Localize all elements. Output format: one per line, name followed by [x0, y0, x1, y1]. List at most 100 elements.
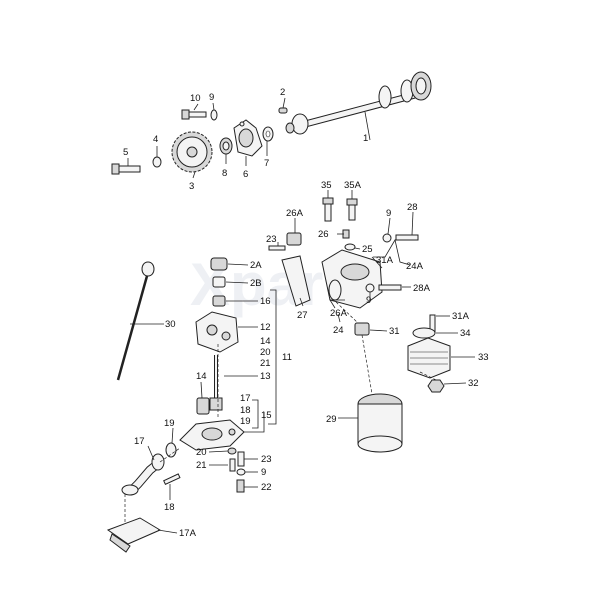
drive-shaft-13 [209, 355, 223, 411]
pump-housing-12 [195, 311, 239, 353]
callout-23-bottom: 23 [261, 454, 272, 465]
callout-21-lower: 21 [196, 460, 207, 471]
strainer-17A [106, 517, 162, 553]
callout-34: 34 [460, 328, 471, 339]
washer-19 [165, 442, 177, 458]
sleeve-16 [212, 295, 226, 307]
filter-housing-24 [321, 249, 383, 309]
callout-16: 16 [260, 296, 271, 307]
oring-9-right [382, 233, 392, 243]
gasket-27 [281, 255, 311, 307]
washer-20 [227, 447, 237, 455]
bolt-5 [111, 163, 141, 175]
callout-10: 10 [190, 93, 201, 104]
callout-14-upper: 14 [260, 336, 271, 347]
callout-9-bottom: 9 [261, 467, 266, 478]
callout-31A-top: 31A [376, 255, 394, 266]
sprocket-3 [171, 131, 213, 173]
callout-11: 11 [282, 352, 292, 363]
callout-12: 12 [260, 322, 271, 333]
callout-8: 8 [222, 168, 227, 179]
bearing-plate [233, 119, 263, 157]
callout-35A: 35A [344, 180, 362, 191]
bolt-22 [236, 479, 245, 493]
callout-18-lower: 18 [164, 502, 175, 513]
callout-31A-mid: 31A [452, 311, 470, 322]
bolt-21 [229, 458, 236, 472]
bolt-28 [395, 234, 419, 241]
callout-13: 13 [260, 371, 271, 382]
callout-22: 22 [261, 482, 272, 493]
callout-6: 6 [243, 169, 248, 180]
callout-19-upper: 19 [240, 416, 251, 427]
callout-30: 30 [165, 319, 176, 330]
callout-26A-mid: 26A [330, 308, 348, 319]
oil-cooler-33 [407, 337, 451, 379]
callout-19-lower: 19 [164, 418, 175, 429]
oil-filter-29 [357, 393, 403, 453]
leader-lines [124, 97, 475, 534]
callout-15: 15 [261, 410, 272, 421]
nut-32 [427, 379, 445, 393]
callout-29: 29 [326, 414, 337, 425]
callout-14-lower: 14 [196, 371, 207, 382]
callout-1: 1 [363, 133, 368, 144]
callout-25: 25 [362, 244, 373, 255]
callout-24A: 24A [406, 261, 424, 272]
pump-body-15 [179, 419, 245, 451]
washer-4 [152, 156, 162, 168]
oring-9-mid [365, 283, 375, 293]
oil-pressure-switch-35A [346, 198, 358, 221]
callout-27: 27 [297, 310, 308, 321]
plug-2A [210, 257, 228, 271]
nipple-31 [354, 322, 370, 336]
callout-26A-top: 26A [286, 208, 304, 219]
washer-7 [262, 126, 274, 142]
callout-24: 24 [333, 325, 344, 336]
callout-7: 7 [264, 158, 269, 169]
balance-shaft [285, 71, 432, 135]
oil-pressure-switch-35 [322, 197, 334, 222]
bearing-8 [219, 137, 233, 155]
callout-18-upper: 18 [240, 405, 251, 416]
plug-2B [212, 276, 226, 288]
bolt-10 [181, 109, 207, 120]
stud-23-bottom [237, 451, 245, 467]
callout-3: 3 [189, 181, 194, 192]
key-pin [278, 107, 288, 114]
washer-9-top [210, 109, 218, 121]
callout-17A: 17A [179, 528, 197, 539]
callout-17-lower: 17 [134, 436, 145, 447]
callout-33: 33 [478, 352, 489, 363]
callout-4: 4 [153, 134, 158, 145]
callout-2A: 2A [250, 260, 262, 271]
plug-26A-top [286, 232, 302, 246]
bolt-18 [163, 473, 181, 486]
seal-34 [412, 327, 436, 339]
callout-17-upper: 17 [240, 393, 251, 404]
callout-31: 31 [389, 326, 400, 337]
gear-14 [196, 397, 210, 415]
callout-9-right: 9 [386, 208, 391, 219]
callout-2: 2 [280, 87, 285, 98]
callout-26: 26 [318, 229, 329, 240]
dipstick-30 [116, 261, 155, 381]
callout-20-upper: 20 [260, 347, 271, 358]
bolt-28A [378, 284, 402, 291]
callout-23-top: 23 [266, 234, 277, 245]
callout-21-upper: 21 [260, 358, 271, 369]
callout-28A: 28A [413, 283, 431, 294]
callout-5: 5 [123, 147, 128, 158]
washer-9-bottom [236, 468, 246, 476]
callout-9-mid: 9 [366, 295, 371, 306]
callout-labels: 1 2 3 4 5 6 7 8 9 10 35 35A 26A 9 28 23 … [123, 87, 489, 539]
seal-25 [344, 243, 356, 251]
callout-35: 35 [321, 180, 332, 191]
callout-28: 28 [407, 202, 418, 213]
callout-20-lower: 20 [196, 447, 207, 458]
stud-23-top [268, 245, 286, 251]
suction-pipe-17 [121, 453, 165, 496]
callout-9-top: 9 [209, 92, 214, 103]
callout-32: 32 [468, 378, 479, 389]
